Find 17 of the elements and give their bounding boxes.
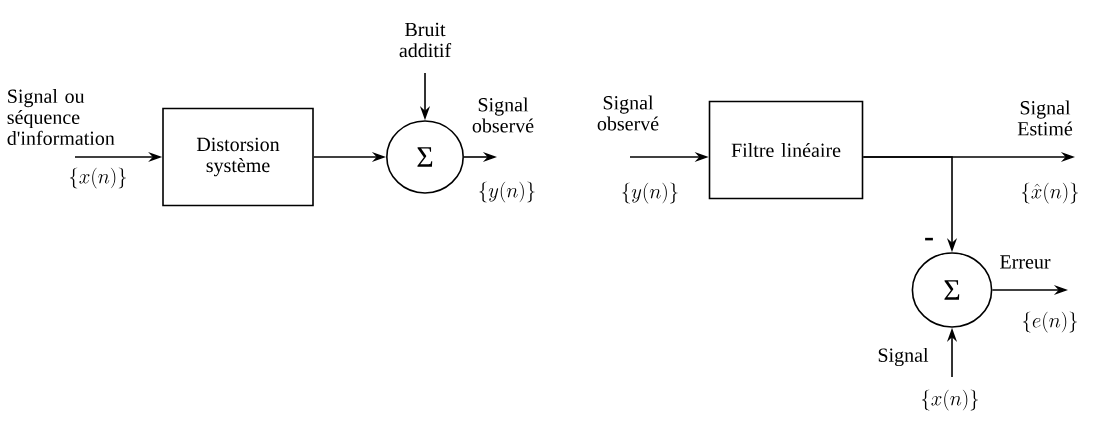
process-box: Distorsion système (162, 107, 314, 207)
summing-junction: Σ (911, 252, 993, 328)
signal-label: Bruit additif (399, 22, 452, 58)
signal-label: Signal (878, 347, 929, 367)
signal-formula: $\{x(n)\}$ (921, 389, 979, 411)
signal-formula: $\{\hat{x}(n)\}$ (1021, 182, 1079, 204)
signal-formula: $\{y(n)\}$ (479, 181, 535, 203)
process-box: Filtre linéaire (708, 100, 864, 200)
summing-junction: Σ (386, 120, 464, 194)
signal-label: Signal observé (597, 95, 659, 131)
signal-label: Signal observé (472, 97, 534, 133)
signal-formula: $\{y(n)\}$ (622, 182, 678, 204)
signal-label: Signal Estimé (1017, 100, 1073, 136)
signal-formula: $\{x(n)\}$ (69, 167, 126, 189)
signal-formula: $\{e(n)\}$ (1023, 311, 1077, 333)
minus-sign: - (925, 237, 933, 241)
signal-label: Signal ou séquence d'information (7, 88, 115, 146)
